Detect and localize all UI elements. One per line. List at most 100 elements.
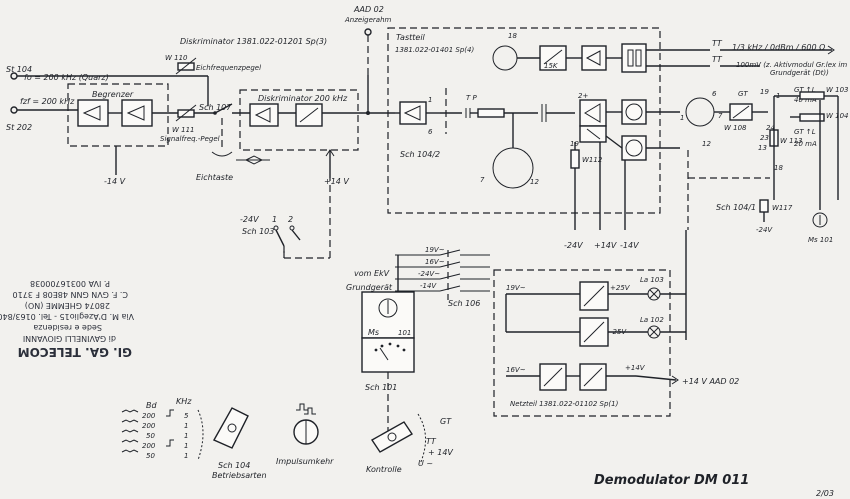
sheet-number: 2/03 <box>816 489 834 498</box>
vom-ekv-label: vom EkV <box>354 269 390 278</box>
tastteil-block: Tastteil 1381.022-01401 Sp(4) 1 6 Sch 10… <box>387 27 710 250</box>
bus-plus14v: +14V <box>594 241 617 250</box>
input-section: St 104 fo = 200 kHz (Quarz) fzf = 200 kH… <box>6 65 180 132</box>
plus14v-diskriminator: +14 V <box>324 177 349 186</box>
right-n13: 13 <box>758 144 767 152</box>
ms-number: 101 <box>398 329 411 337</box>
wafer-n12: 12 <box>530 178 539 186</box>
bd-val-1: 200 <box>142 422 156 430</box>
bd-val-0: 200 <box>142 412 156 420</box>
ms-label: Ms <box>368 328 379 337</box>
out14-label: +14 V AAD 02 <box>682 377 739 386</box>
sch103-label: Sch 103 <box>242 227 274 236</box>
gt-knob-label: GT <box>440 417 452 426</box>
right-n12: 12 <box>702 140 711 148</box>
minus14v-begrenzer: -14 V <box>104 177 126 186</box>
w117-label: W117 <box>772 204 793 212</box>
ms101-section: Ms 101 Sch 101 <box>361 291 415 432</box>
tastteil-n6: 6 <box>428 128 433 136</box>
sch104-1-label: Sch 104/1 <box>716 203 756 212</box>
stamp-line1: GI. GA. TELECOM <box>18 345 132 359</box>
v14-label: -14V <box>420 282 437 290</box>
stamp-line5: 28074 GHEMME (NO) <box>25 301 110 310</box>
sch103-switch: -24V 1 2 Sch 103 <box>240 178 331 259</box>
right-n19: 19 <box>760 88 769 96</box>
khz-val-4: 1 <box>184 452 188 460</box>
gt-label: GT <box>738 90 748 98</box>
diskriminator-label: Diskriminator 200 kHz <box>258 94 348 103</box>
ma40-label: 40 mA <box>794 96 817 104</box>
tastteil-n2: 2+ <box>578 92 588 100</box>
betriebsarten-label: Betriebsarten <box>212 471 267 480</box>
netzteil-v19: 19V~ <box>506 284 526 292</box>
aad02-section: AAD 02 Anzeigerahm <box>344 5 392 115</box>
impulsumkehr-label: Impulsumkehr <box>276 457 334 466</box>
diskriminator-title: Diskriminator 1381.022-01201 Sp(3) <box>180 37 327 46</box>
input-st202-terminal <box>10 106 18 114</box>
filter-15k-label: 15K <box>544 62 559 70</box>
sch104-2-label: Sch 104/2 <box>400 150 440 159</box>
sch103-pos1: 1 <box>272 215 277 224</box>
aad02-label: AAD 02 <box>353 5 384 14</box>
input-st202-label: St 202 <box>6 123 32 132</box>
diskriminator-block: Diskriminator 1381.022-01201 Sp(3) Diskr… <box>180 37 395 186</box>
anzeigerahm-label: Anzeigerahm <box>344 16 392 24</box>
khz-val-1: 1 <box>184 422 188 430</box>
gt-j2-label: GT ↑L <box>794 128 816 136</box>
bottom-controls: Bd KHz 200 200 50 200 50 5 1 1 1 1 Sch 1… <box>121 397 453 480</box>
wafer-n7: 7 <box>480 176 485 184</box>
bd-val-3: 200 <box>142 442 156 450</box>
la103-label: La 103 <box>640 276 664 284</box>
right-n23: 23 <box>760 134 769 142</box>
tt2-label: TT <box>712 55 723 64</box>
w112-label: W112 <box>582 156 603 164</box>
kontrolle-label: Kontrolle <box>366 465 402 474</box>
tt1-desc: 1/3 kHz / 0dBm / 600 Ω <box>732 43 826 52</box>
netzteil-label: Netzteil 1381.022-01102 Sp(1) <box>510 400 619 408</box>
khz-val-0: 5 <box>184 412 189 420</box>
w113-label: W 113 <box>780 137 803 145</box>
sch103-pos2: 2 <box>288 215 293 224</box>
ms101-meter-label: Ms 101 <box>808 236 833 244</box>
signalfreq-label: Signalfreq.-Pegel <box>160 135 220 143</box>
begrenzer-label: Begrenzer <box>92 90 134 99</box>
level-controls: W 110 Eichfrequenzpegel W 111 Signalfreq… <box>104 54 270 186</box>
eichfrequenz-label: Eichfrequenzpegel <box>196 64 261 72</box>
eichtaste-label: Eichtaste <box>196 173 233 182</box>
right-n24: 24 <box>766 124 775 132</box>
bus-minus14v: -14V <box>620 241 639 250</box>
bd-label: Bd <box>146 401 157 410</box>
tastteil-label: Tastteil <box>396 33 426 42</box>
outputs-tt: TT 1/3 kHz / 0dBm / 600 Ω TT 100mV (z. A… <box>712 39 847 77</box>
p14v-label: +14V <box>625 364 646 372</box>
company-stamp: GI. GA. TELECOM di GAVINELLI GIOVANNI Se… <box>0 279 134 359</box>
minus24v-right: -24V <box>756 226 773 234</box>
bd-table: 200 200 50 200 50 5 1 1 1 1 <box>121 409 189 460</box>
w108-label: W 108 <box>724 124 747 132</box>
khz-val-2: 1 <box>184 432 188 440</box>
w111-label: W 111 <box>172 126 195 134</box>
input-st104-label: St 104 <box>6 65 32 74</box>
begrenzer-block: Begrenzer <box>67 83 180 147</box>
stamp-line4: Via M. D'Azeglio15 - Tel. 0163/840832 <box>0 312 134 321</box>
drawing-title: Demodulator DM 011 <box>594 473 749 488</box>
bd-val-2: 50 <box>146 432 155 440</box>
khz-label: KHz <box>176 397 192 406</box>
stamp-line7: P. IVA 00316700038 <box>30 279 110 288</box>
tt1-label: TT <box>712 39 723 48</box>
right-switch-section: 6 1 12 7 W 108 GT Sch 104/1 19 18 13 24 … <box>680 86 849 244</box>
right-n18: 18 <box>774 164 783 172</box>
sch107-label: Sch 107 <box>199 103 232 112</box>
sch104-knob-label: Sch 104 <box>218 461 250 470</box>
tastteil-n1: 1 <box>428 96 432 104</box>
stamp-line6: C. F. GVN GNN 48E08 F 3710 <box>13 290 128 299</box>
right-n6: 6 <box>712 90 717 98</box>
u-knob-label: U ~ <box>418 459 433 468</box>
netzteil-block: 19V~ +25V -25V La 103 La 102 16V~ +14V <box>493 230 739 417</box>
la102-label: La 102 <box>640 316 664 324</box>
bd-val-4: 50 <box>146 452 155 460</box>
right-n1: 1 <box>680 114 684 122</box>
grundgeraet-label: Grundgerät <box>346 283 393 292</box>
tastteil-n18: 18 <box>508 32 517 40</box>
